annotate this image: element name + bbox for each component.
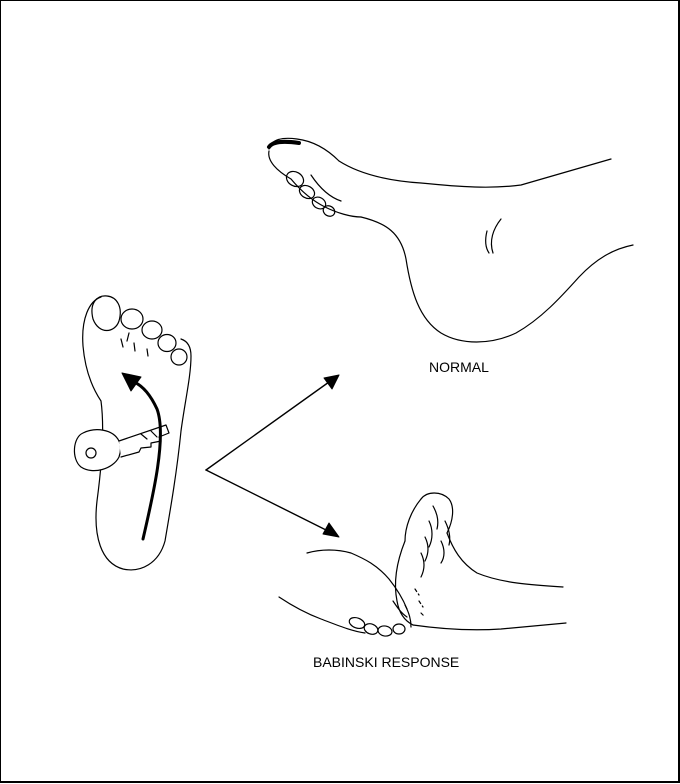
babinski-response-label: BABINSKI RESPONSE xyxy=(313,654,459,670)
normal-foot-drawing xyxy=(269,138,633,342)
stroke-arrow xyxy=(122,373,160,539)
babinski-foot-drawing xyxy=(279,493,566,637)
key-drawing xyxy=(74,425,169,471)
arrow-to-normal xyxy=(206,375,339,470)
arrow-to-babinski xyxy=(206,470,339,537)
normal-label: NORMAL xyxy=(429,359,489,375)
